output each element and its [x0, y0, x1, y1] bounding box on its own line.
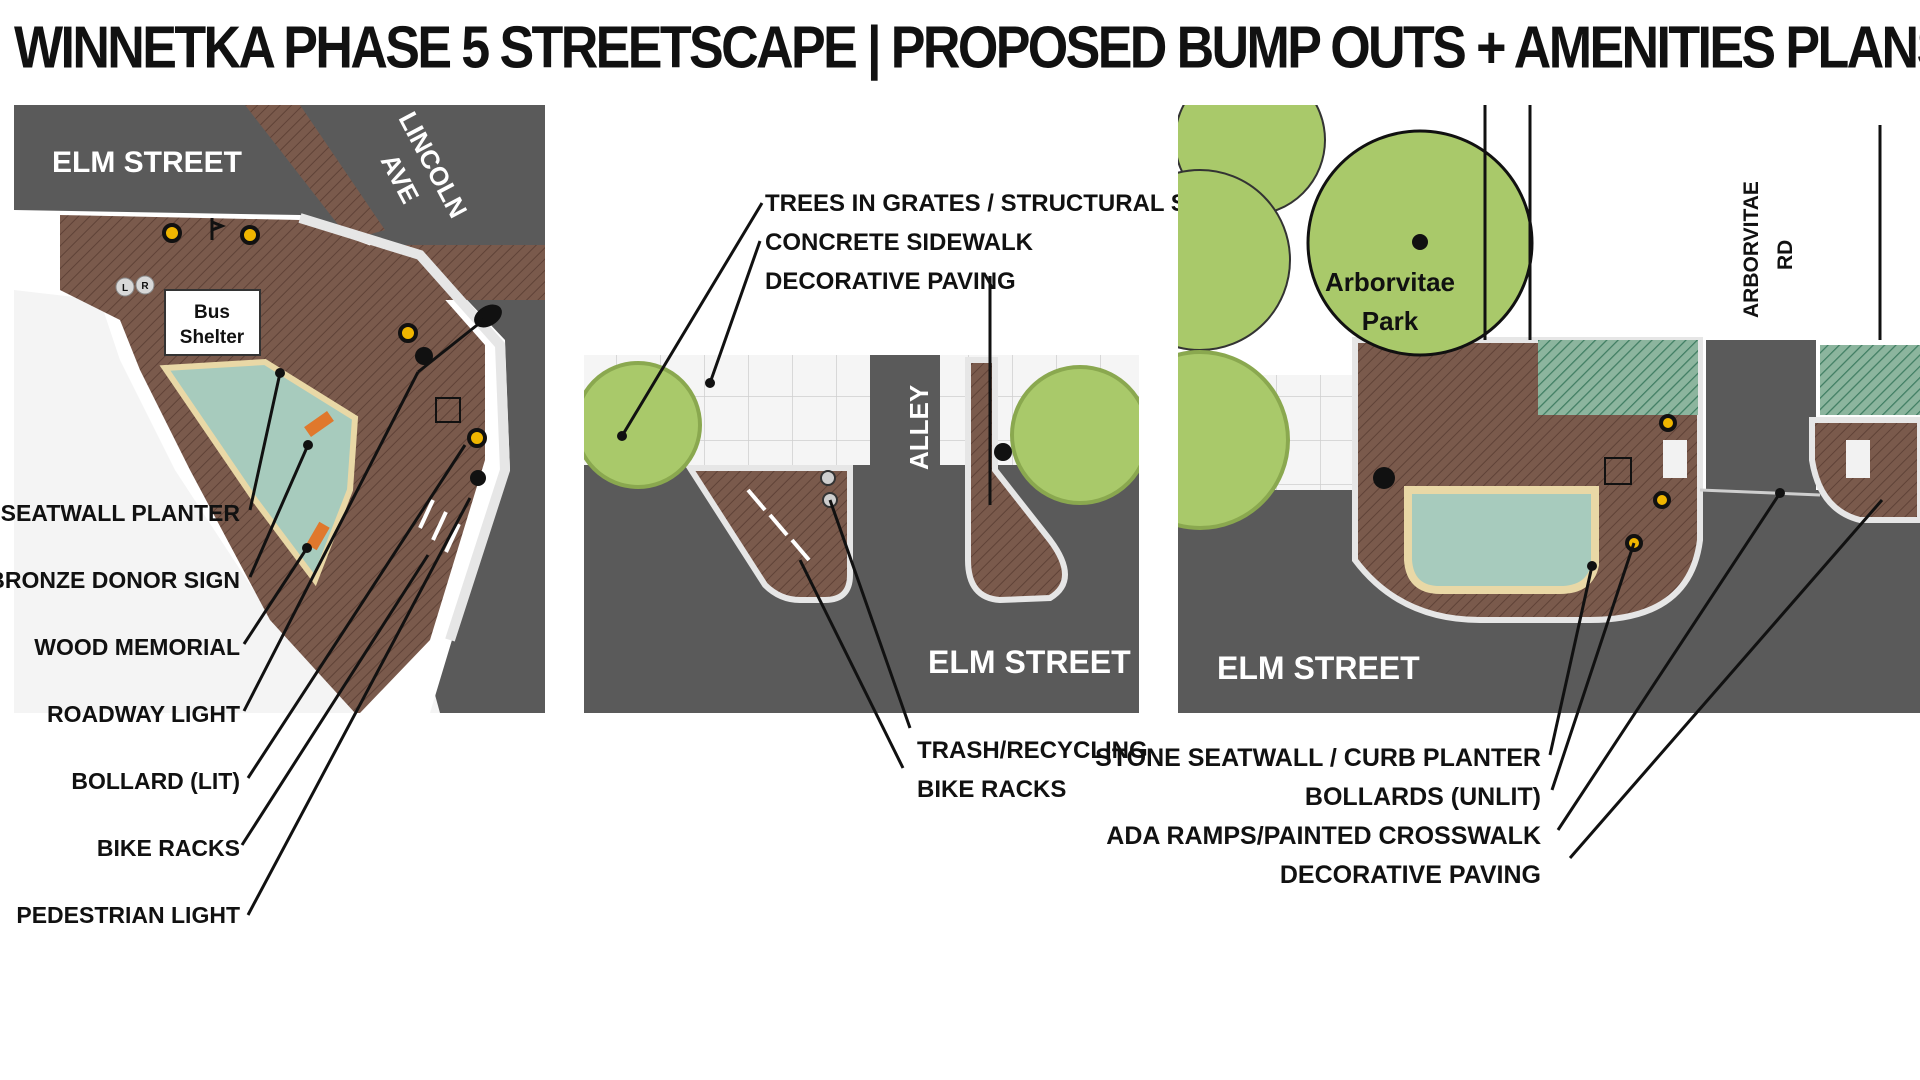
label-wood-memorial: WOOD MEMORIAL — [34, 634, 240, 660]
litter-bin-letter: L — [122, 283, 128, 294]
street-label-rd: RD — [1774, 240, 1797, 270]
panel-elm-lincoln: Bus Shelter L R ELM STREET LINCOLN AVE — [14, 105, 545, 713]
street-label-elm: ELM STREET — [1217, 650, 1420, 686]
arborvitae-road-asphalt — [1706, 340, 1816, 500]
bike-racks-icon — [418, 499, 461, 553]
bus-shelter-label-1: Bus — [194, 302, 230, 323]
street-tree-canopy — [1178, 350, 1290, 530]
stone-seatwall-planter — [1404, 486, 1599, 594]
panel2-leader-lines — [620, 202, 992, 769]
label-decorative-paving: DECORATIVE PAVING — [1280, 861, 1541, 889]
trash-bin-icon — [820, 470, 836, 486]
park-label-1: Arborvitae — [1325, 267, 1455, 297]
bus-shelter-shape — [164, 289, 261, 356]
painted-crosswalk — [1699, 488, 1821, 497]
bump-out-paving — [684, 465, 853, 603]
page-title: WINNETKA PHASE 5 STREETSCAPE | PROPOSED … — [14, 15, 1920, 82]
leader-endpoint — [302, 543, 312, 553]
label-roadway-light: ROADWAY LIGHT — [47, 701, 240, 727]
park-label-2: Park — [1362, 306, 1419, 336]
bollard-unlit-icon — [1659, 414, 1677, 432]
street-label-alley: ALLEY — [904, 385, 934, 470]
hatched-planting-area — [1538, 340, 1698, 415]
street-tree-canopy — [1010, 365, 1139, 505]
bollard-icon — [470, 470, 486, 486]
label-seatwall-planter: SEATWALL PLANTER — [1, 500, 241, 526]
street-label-arborvitae: ARBORVITAE — [1740, 181, 1763, 318]
label-decorative-paving: DECORATIVE PAVING — [765, 268, 1016, 295]
ada-ramp-shape — [1663, 440, 1687, 478]
alley-asphalt — [870, 355, 940, 600]
leader-endpoint — [1587, 561, 1597, 571]
label-bike-racks: BIKE RACKS — [917, 776, 1066, 803]
street-tree-canopy — [584, 361, 702, 489]
bus-shelter-label-2: Shelter — [180, 327, 245, 348]
leader-endpoint — [705, 378, 715, 388]
flag-icon — [210, 218, 227, 240]
crosswalk-paving — [370, 245, 545, 300]
litter-bin-icon — [115, 277, 135, 297]
label-trash-recycling: TRASH/RECYCLING — [917, 737, 1148, 764]
label-bollards-unlit: BOLLARDS (UNLIT) — [1305, 783, 1541, 811]
hatched-planting-area — [1820, 345, 1920, 415]
bollard-icon — [1373, 467, 1395, 489]
panel-elm-arborvitae: Arborvitae Park ARBORVITAE RD ELM STREET — [1178, 105, 1920, 713]
pedestrian-light-icon — [467, 428, 487, 448]
pedestrian-light-icon — [398, 323, 418, 343]
label-bollard-lit: BOLLARD (LIT) — [71, 768, 240, 794]
tree-center-icon — [1412, 234, 1428, 250]
label-bike-racks: BIKE RACKS — [97, 835, 240, 861]
street-label-elm: ELM STREET — [52, 146, 242, 179]
label-ada-ramps: ADA RAMPS/PAINTED CROSSWALK — [1106, 822, 1541, 850]
bump-out-paving — [965, 357, 1068, 604]
label-trees-in-grates: TREES IN GRATES / STRUCTURAL SOIL — [765, 190, 1227, 217]
pedestrian-light-icon — [162, 223, 182, 243]
leader-endpoint — [617, 431, 627, 441]
pedestrian-light-icon — [240, 225, 260, 245]
ada-ramp-shape — [1846, 440, 1870, 478]
utility-box-icon — [1604, 457, 1632, 485]
label-bronze-donor-sign: BRONZE DONOR SIGN — [0, 567, 240, 593]
leader-endpoint — [275, 368, 285, 378]
panel1-leader-lines — [240, 316, 487, 916]
curb — [298, 213, 511, 642]
leader-endpoint — [1775, 488, 1785, 498]
panel3-leader-lines — [1548, 492, 1884, 859]
label-pedestrian-light: PEDESTRIAN LIGHT — [16, 902, 240, 928]
utility-box-icon — [435, 397, 461, 423]
bollard-unlit-icon — [1653, 491, 1671, 509]
bench-icon — [304, 411, 334, 437]
label-concrete-sidewalk: CONCRETE SIDEWALK — [765, 229, 1034, 256]
bollard-icon — [415, 347, 433, 365]
recycle-bin-letter: R — [141, 281, 149, 292]
bollard-icon — [994, 443, 1012, 461]
recycle-bin-icon — [135, 275, 155, 295]
crosswalk-paving — [245, 105, 385, 240]
bike-racks-icon — [746, 488, 811, 562]
label-stone-seatwall: STONE SEATWALL / CURB PLANTER — [1095, 744, 1541, 772]
bronze-donor-sign-icon — [306, 521, 330, 551]
leader-endpoint — [303, 440, 313, 450]
street-label-elm: ELM STREET — [928, 644, 1131, 680]
